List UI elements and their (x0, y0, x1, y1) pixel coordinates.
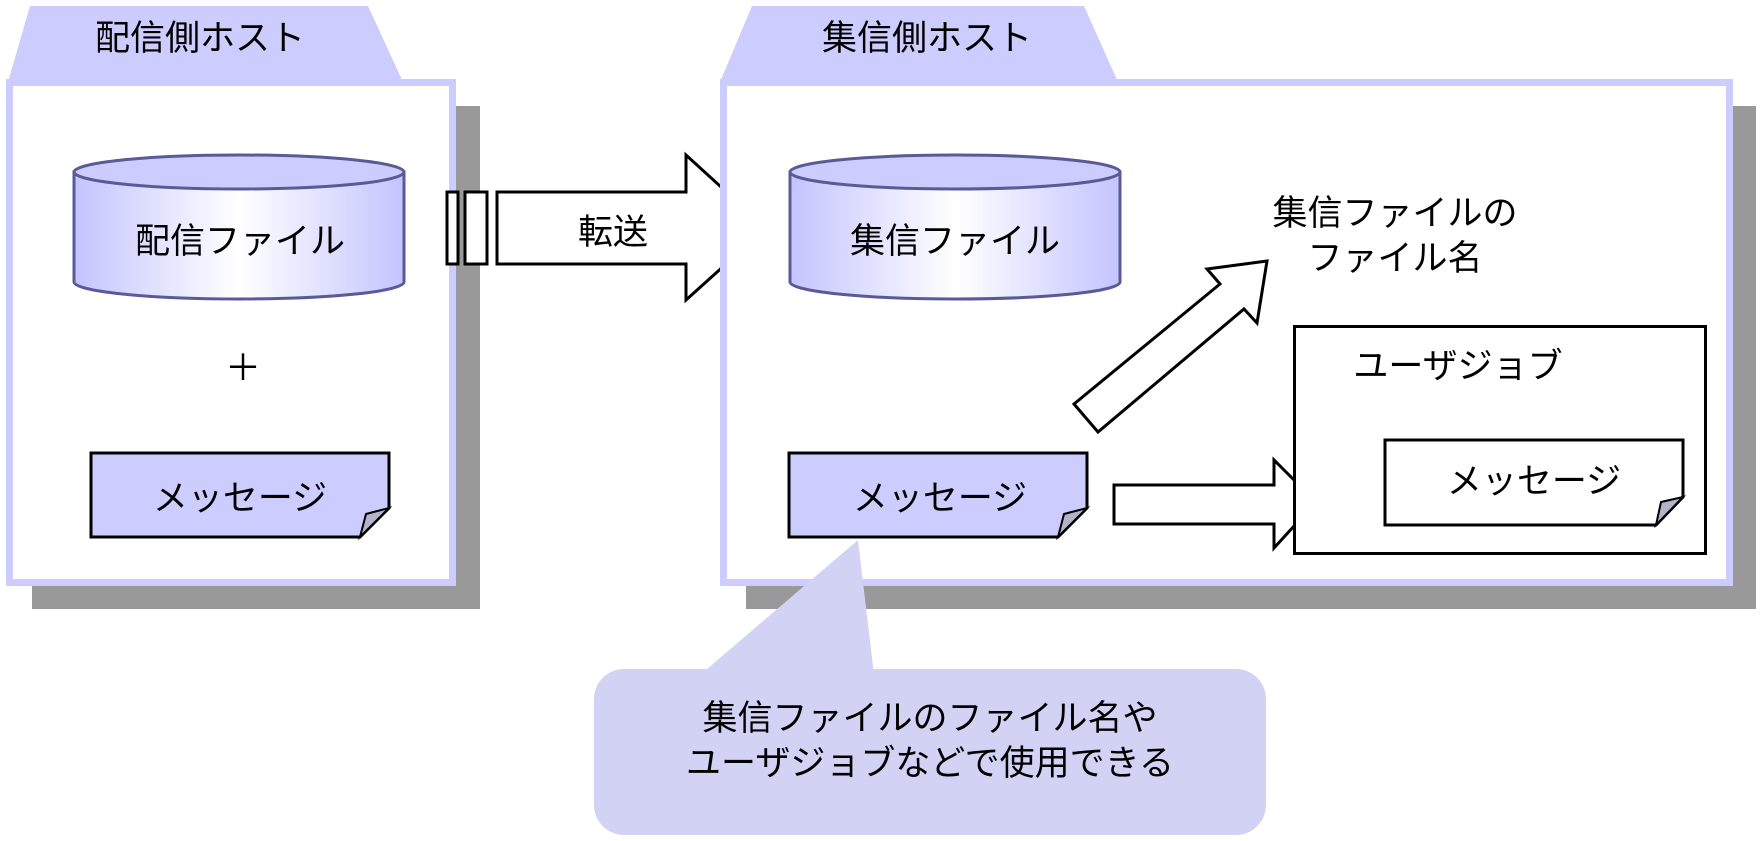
user-job-message-note: メッセージ (1383, 438, 1687, 529)
sender-message-label: メッセージ (153, 479, 327, 519)
callout-line-1: 集信ファイルのファイル名や (702, 699, 1157, 739)
sender-host-tab (8, 6, 403, 82)
receiver-host-tab (720, 6, 1118, 82)
transfer-arrow: 転送 (445, 151, 769, 304)
transfer-arrow-bar-2 (463, 190, 489, 266)
sender-message-note: メッセージ (89, 451, 393, 541)
callout-line-2: ユーザジョブなどで使用できる (686, 744, 1174, 784)
sender-host-panel: 配信側ホスト 配信ファイル ＋ メッセージ (6, 6, 480, 609)
filename-line-1: 集信ファイルの (1272, 194, 1517, 234)
receiver-host-title: 集信側ホスト (822, 19, 1032, 59)
receiver-file-cylinder: 集信ファイル (788, 153, 1122, 301)
sender-host-title: 配信側ホスト (95, 19, 305, 59)
user-job-box: ユーザジョブ メッセージ (1293, 325, 1707, 555)
sender-file-cylinder: 配信ファイル (72, 153, 406, 301)
user-job-title: ユーザジョブ (1353, 347, 1562, 387)
receiver-message-note: メッセージ (787, 451, 1091, 541)
sender-file-label: 配信ファイル (135, 222, 345, 262)
callout-bubble: 集信ファイルのファイル名や ユーザジョブなどで使用できる (594, 540, 1266, 835)
plus-sign: ＋ (225, 348, 261, 389)
user-job-message-label: メッセージ (1447, 462, 1621, 502)
receiver-message-label: メッセージ (853, 479, 1027, 519)
filename-line-2: ファイル名 (1307, 239, 1482, 279)
callout-pointer (700, 540, 874, 675)
filename-arrow-shape (1071, 259, 1269, 435)
receiver-host-panel: 集信側ホスト 集信ファイル 集信ファイルの ファイル名 メッセージ ユーザジョブ (720, 6, 1756, 609)
receiver-file-label: 集信ファイル (850, 222, 1060, 262)
callout-box (594, 669, 1266, 835)
transfer-label: 転送 (578, 213, 648, 253)
transfer-arrow-bar-1 (445, 190, 460, 266)
